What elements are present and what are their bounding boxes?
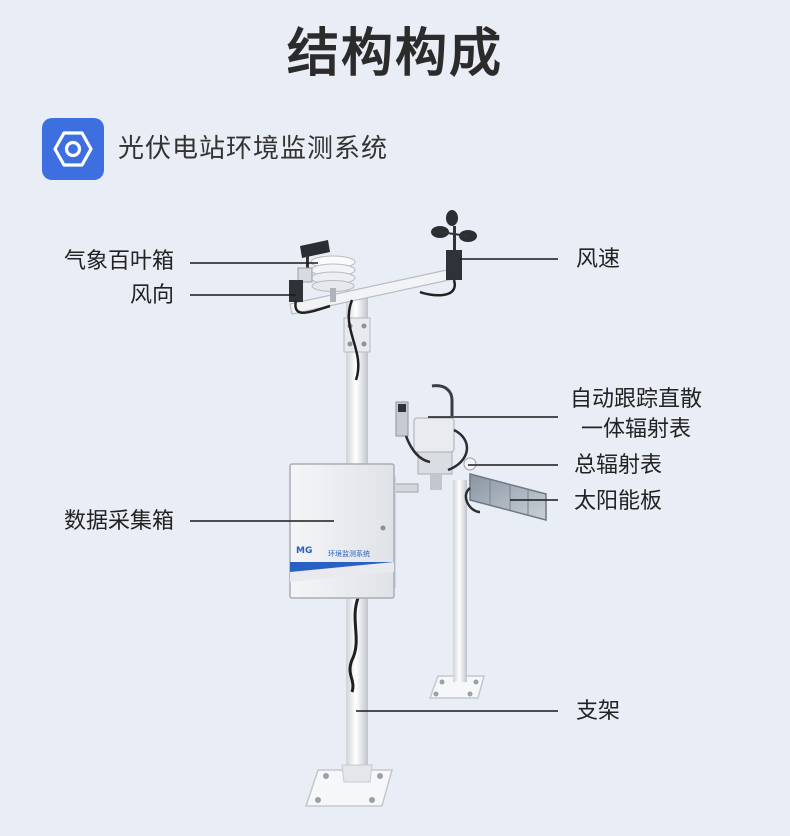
secondary-base-plate	[428, 675, 485, 699]
hexagon-nut-icon	[53, 131, 93, 167]
label-solar-panel: 太阳能板	[574, 489, 663, 514]
data-acquisition-box: MG 环境监测系统	[289, 463, 396, 599]
louver-box	[310, 255, 356, 302]
label-tracking-radiation-line2: 一体辐射表	[580, 417, 691, 442]
wind-vane	[289, 240, 331, 314]
label-wind-speed: 风速	[576, 247, 621, 272]
solar-tracker	[395, 384, 477, 490]
leader-lines	[190, 258, 558, 712]
label-wind-direction: 风向	[129, 283, 174, 308]
label-tracking-radiation-line1: 自动跟踪直散	[569, 387, 702, 412]
box-logo: MG	[296, 546, 312, 556]
label-louver-box: 气象百叶箱	[63, 249, 174, 274]
label-support: 支架	[576, 699, 621, 724]
box-panel-text: 环境监测系统	[328, 549, 370, 558]
solar-panel	[464, 473, 547, 521]
anemometer	[419, 210, 477, 297]
page-title: 结构构成	[286, 24, 503, 84]
label-total-radiation: 总辐射表	[574, 453, 663, 478]
system-subtitle: 光伏电站环境监测系统	[118, 134, 389, 164]
label-data-box: 数据采集箱	[63, 509, 174, 534]
section-badge	[42, 118, 104, 180]
secondary-pole	[453, 480, 467, 682]
